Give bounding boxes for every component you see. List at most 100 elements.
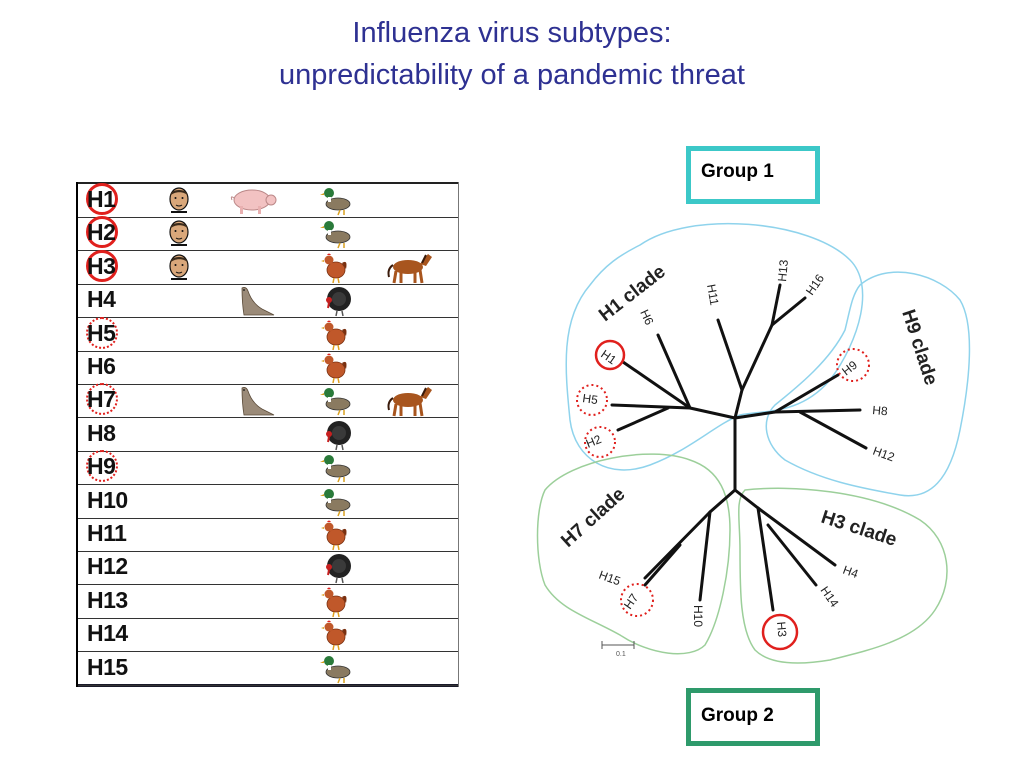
group-2-label: Group 2 — [701, 705, 774, 726]
leaf-label-h11: H11 — [704, 283, 722, 307]
duck-icon — [320, 488, 351, 516]
subtype-label: H10 — [87, 486, 128, 513]
leaf-label-h13: H13 — [775, 259, 791, 282]
leaf-label-h15: H15 — [597, 568, 623, 589]
subtype-label: H12 — [87, 553, 128, 580]
h7-clade-outline — [536, 453, 731, 655]
subtype-label: H2 — [87, 219, 116, 246]
tree-branch-h16 — [770, 296, 807, 327]
tree-branch-h15 — [643, 510, 712, 580]
table-row: H9 — [78, 450, 458, 486]
h2-tree-highlight — [584, 426, 616, 458]
table-row: H12 — [78, 551, 458, 586]
subtype-label: H5 — [87, 319, 116, 346]
table-row: H13 — [78, 585, 458, 619]
chicken-icon — [321, 320, 347, 350]
tree-branch-h13 — [770, 283, 782, 327]
seal-icon — [241, 387, 275, 416]
leaf-label-h4: H4 — [841, 563, 861, 582]
h1-clade-label: H1 clade — [595, 261, 670, 326]
horse-icon — [387, 387, 432, 417]
tree-branch-h7side — [708, 488, 737, 514]
h7-clade-label: H7 clade — [557, 484, 629, 552]
subtype-label: H4 — [87, 286, 116, 313]
chicken-icon — [321, 520, 347, 551]
slide-title-line-1: Influenza virus subtypes: — [352, 17, 672, 49]
tree-branch-h11 — [716, 318, 744, 392]
leaf-label-h14: H14 — [818, 584, 842, 610]
group-1-label: Group 1 — [701, 161, 774, 182]
tree-branch-h7 — [643, 543, 682, 587]
h7-tree-highlight — [620, 583, 654, 617]
leaf-label-h16: H16 — [803, 271, 827, 297]
table-row: H15 — [78, 652, 458, 686]
scale-bar — [601, 641, 635, 649]
table-row: H11 — [78, 518, 458, 552]
table-row: H10 — [78, 485, 458, 519]
leaf-label-h12: H12 — [871, 444, 897, 465]
tree-branch-h14 — [766, 523, 818, 587]
scale-bar-label: 0.1 — [616, 651, 626, 658]
table-row: H1 — [78, 183, 458, 218]
subtype-label: H3 — [87, 252, 116, 279]
table-row: H8 — [78, 418, 458, 452]
table-top-border — [78, 182, 458, 184]
subtype-label: H1 — [87, 186, 116, 212]
tree-branch-h6 — [656, 333, 692, 410]
duck-icon — [320, 388, 351, 416]
tree-branch-h10 — [698, 510, 712, 602]
table-row: H5 — [78, 316, 458, 352]
subtype-highlight-circle — [86, 450, 118, 483]
h5-tree-highlight — [576, 384, 608, 416]
leaf-label-h3: H3 — [774, 621, 789, 638]
leaf-label-h2: H2 — [584, 432, 604, 451]
tree-branch-g1-root — [733, 388, 744, 420]
h9-clade-label: H9 clade — [897, 307, 941, 388]
subtype-highlight-circle — [86, 249, 118, 282]
tree-branch-h4 — [756, 506, 837, 567]
subtype-label: H9 — [87, 453, 116, 480]
leaf-label-h1: H1 — [598, 347, 619, 367]
table-row: H2 — [78, 216, 458, 252]
human-icon — [169, 187, 189, 213]
tree-branch-h9side — [733, 410, 777, 420]
chicken-icon — [321, 620, 347, 651]
turkey-icon — [326, 554, 351, 584]
table-row: H4 — [78, 284, 458, 319]
duck-icon — [320, 455, 351, 483]
duck-icon — [320, 655, 351, 683]
tree-branch-h5 — [610, 403, 692, 410]
h3-tree-highlight — [761, 613, 799, 651]
phylogenetic-tree: H1 clade H9 clade H7 clade H3 clade H1 H… — [536, 222, 971, 664]
subtype-label: H14 — [87, 620, 128, 647]
seal-icon — [241, 287, 275, 316]
table-row: H7 — [78, 383, 458, 419]
subtype-label: H6 — [87, 353, 116, 379]
human-icon — [169, 254, 189, 280]
chicken-icon — [321, 353, 347, 384]
h9-clade-outline — [765, 271, 971, 497]
subtype-label: H15 — [87, 653, 128, 680]
tree-branch-h12 — [798, 410, 868, 450]
turkey-icon — [326, 287, 351, 317]
horse-icon — [387, 253, 432, 284]
tree-branch-h9 — [773, 373, 840, 414]
subtype-highlight-circle — [86, 383, 118, 416]
table-row: H6 — [78, 351, 458, 385]
tree-branch-g1-h1side — [688, 406, 737, 420]
leaf-label-h8: H8 — [872, 403, 889, 418]
leaf-label-h5: H5 — [582, 391, 599, 407]
tree-branch-h3side — [733, 488, 760, 510]
chicken-icon — [321, 253, 347, 283]
leaf-label-h10: H10 — [691, 605, 705, 627]
h9-tree-highlight — [836, 348, 870, 382]
duck-icon — [320, 221, 351, 249]
group-2-box: Group 2 — [686, 688, 820, 746]
table-row: H14 — [78, 618, 458, 653]
table-row: H3 — [78, 249, 458, 285]
chicken-icon — [321, 587, 347, 617]
subtype-label: H8 — [87, 419, 116, 446]
h3-clade-label: H3 clade — [818, 507, 899, 551]
tree-branch-h1 — [621, 360, 692, 410]
